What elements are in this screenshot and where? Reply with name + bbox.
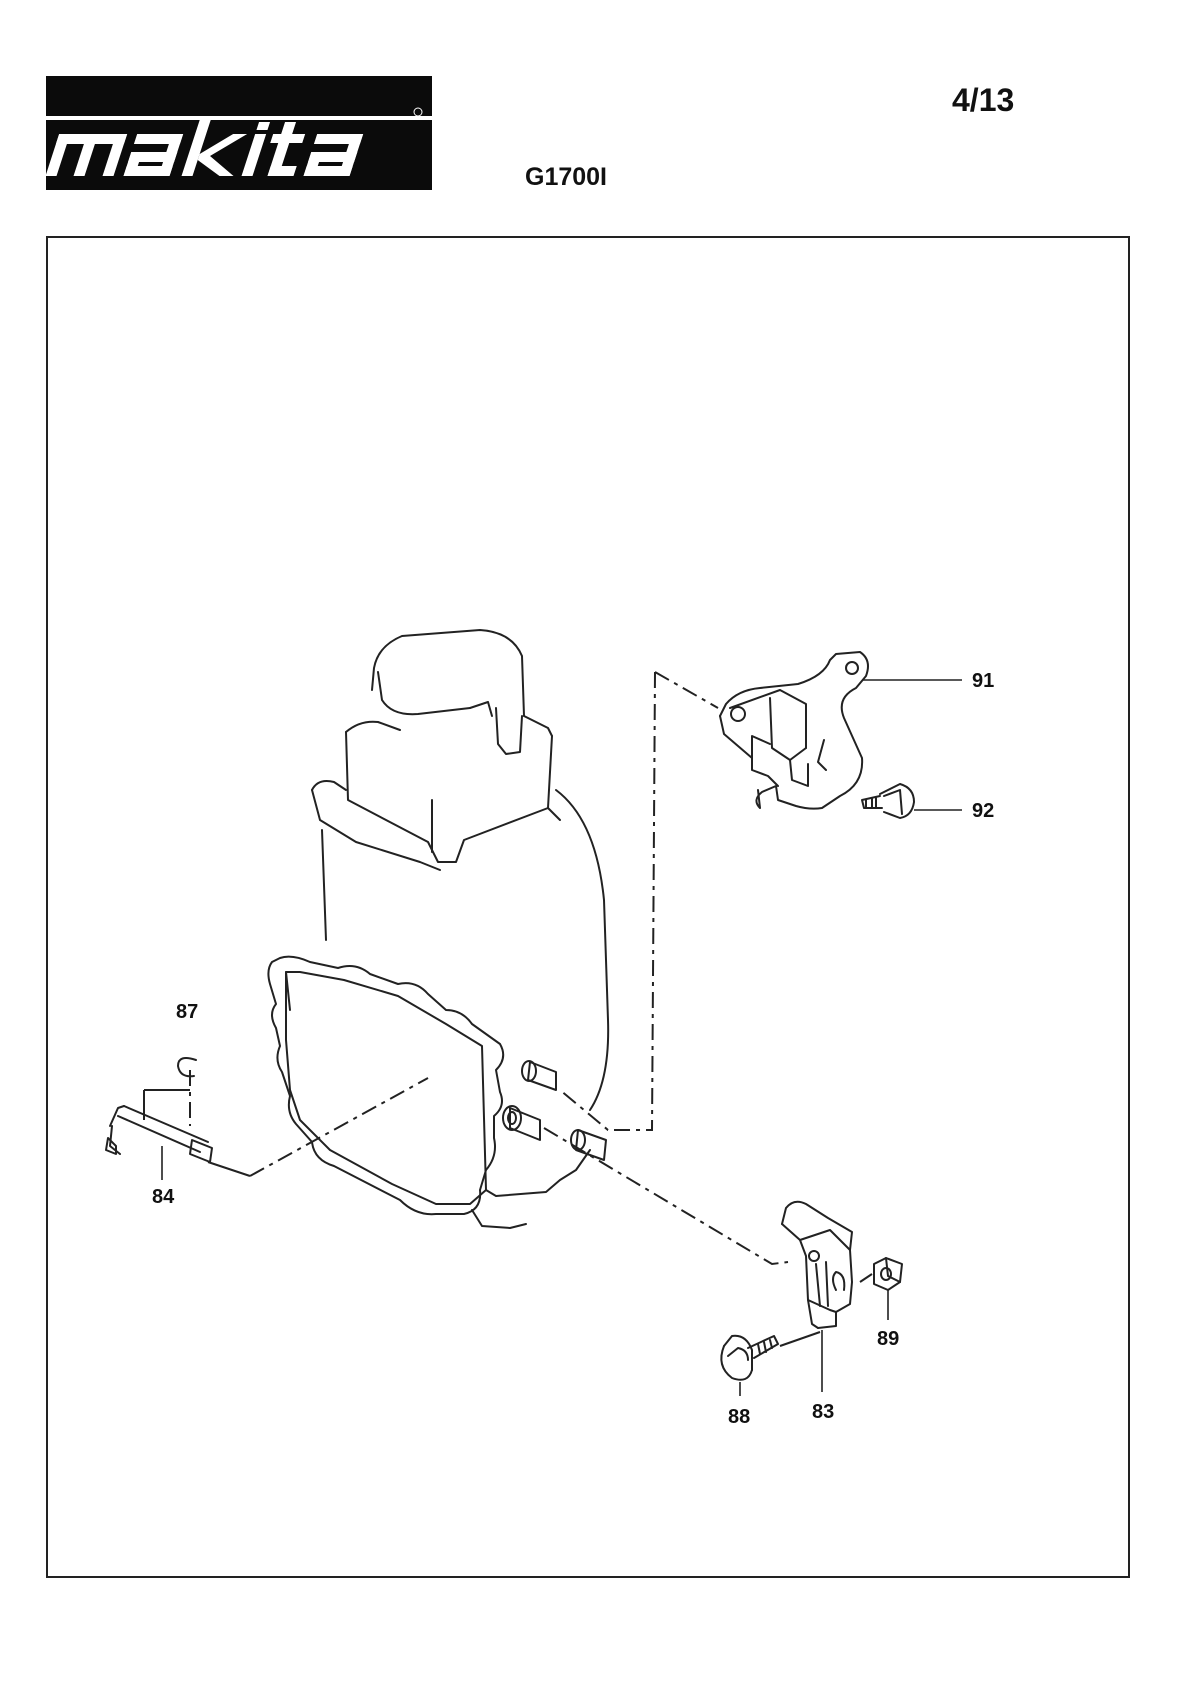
part-83-bracket — [781, 1200, 853, 1329]
part-89-nut — [873, 1257, 903, 1291]
page-number: 4/13 — [952, 82, 1015, 118]
solid-assembly-lines — [143, 1089, 873, 1347]
part-87-clip — [177, 1057, 197, 1078]
callout-91: 91 — [972, 670, 994, 692]
callout-88: 88 — [728, 1406, 750, 1428]
callout-92: 92 — [972, 800, 994, 822]
engine-block — [267, 629, 610, 1229]
callout-83: 83 — [812, 1401, 834, 1423]
part-92-screw — [861, 783, 915, 819]
leader-lines — [161, 679, 962, 1396]
callout-87: 87 — [176, 1001, 198, 1023]
diagram-frame — [46, 236, 1130, 1578]
callout-89: 89 — [877, 1328, 899, 1350]
makita-logo — [46, 76, 432, 190]
part-84-rod — [105, 1105, 213, 1163]
part-88-bolt — [720, 1334, 779, 1381]
boss-upper — [521, 1060, 557, 1091]
boss-lower — [570, 1129, 607, 1161]
assembly-lines — [189, 671, 789, 1266]
boss-middle — [502, 1105, 541, 1141]
part-91-bracket — [719, 651, 869, 810]
model-number: G1700I — [525, 163, 608, 191]
callout-84: 84 — [152, 1186, 175, 1208]
